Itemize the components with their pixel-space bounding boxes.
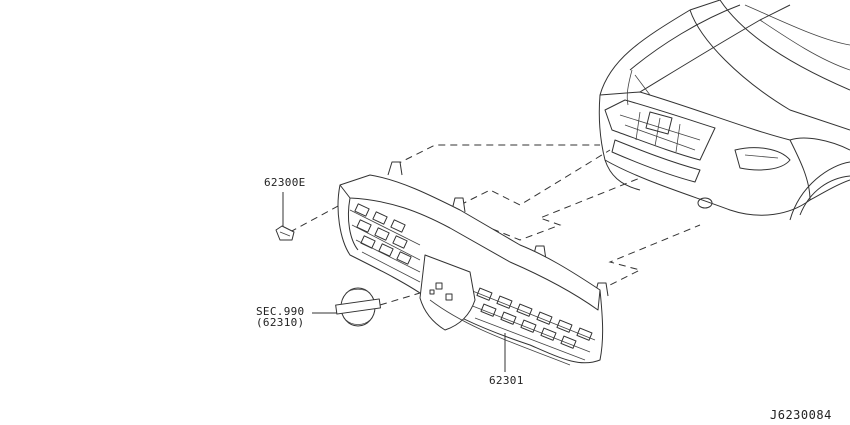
assembly-leader-lines xyxy=(289,144,701,306)
emblem-ref-label: (62310) xyxy=(256,316,305,329)
grille-mesh-right xyxy=(469,287,596,361)
clip-part-label: 62300E xyxy=(264,176,306,189)
clip-62300e xyxy=(275,192,295,241)
emblem-sec-label: SEC.990 xyxy=(256,305,305,318)
grille-mesh-left xyxy=(349,203,421,283)
emblem-mount-panel xyxy=(419,254,476,331)
front-grille xyxy=(337,161,609,366)
diagram-code: J6230084 xyxy=(770,408,832,422)
emblem-sec-990 xyxy=(312,287,381,327)
grille-part-label: 62301 xyxy=(489,374,524,387)
vehicle-front-illustration xyxy=(598,0,850,221)
